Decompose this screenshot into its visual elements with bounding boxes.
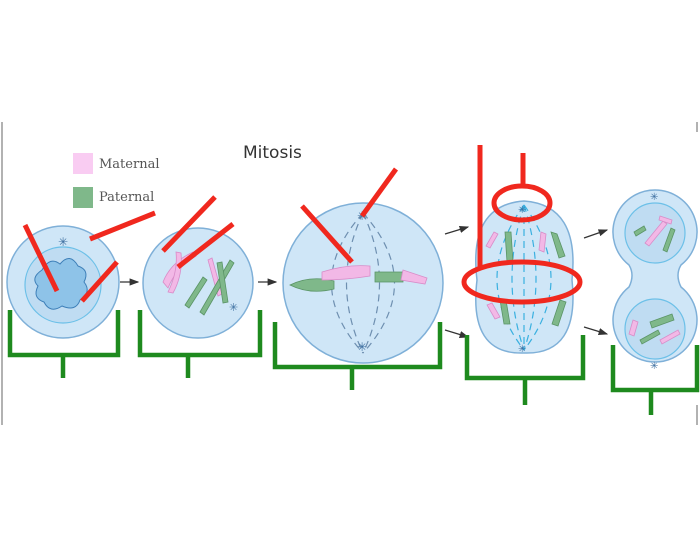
label-ellipse-equator[interactable] <box>461 259 583 305</box>
centrosome-icon: ✳ <box>357 340 367 354</box>
centrosome-icon: ✳ <box>518 205 526 216</box>
cell-stage-1: ✳ <box>6 225 120 339</box>
arrow-icon <box>583 229 609 239</box>
legend-paternal: Paternal <box>99 190 154 205</box>
bracket-stage-1[interactable] <box>7 310 121 378</box>
arrow-icon <box>444 226 470 235</box>
bracket-stage-3[interactable] <box>272 322 443 390</box>
legend: Maternal Paternal <box>73 153 159 208</box>
centrosome-icon: ✳ <box>518 344 526 355</box>
label-pointer[interactable] <box>89 210 156 242</box>
label-pointer[interactable] <box>80 260 119 303</box>
bracket-stage-5[interactable] <box>610 345 700 415</box>
stage-arrows <box>120 226 609 338</box>
bracket-stage-4[interactable] <box>464 335 586 405</box>
label-pointer[interactable] <box>176 222 235 269</box>
cell-stage-5: ✳ ✳ <box>612 189 698 372</box>
arrow-icon <box>583 326 609 335</box>
legend-maternal: Maternal <box>99 157 159 172</box>
maternal-swatch <box>73 153 93 174</box>
paternal-swatch <box>73 187 93 208</box>
label-pointer[interactable] <box>359 167 399 218</box>
arrow-icon <box>444 329 470 338</box>
centrosome-icon: ✳ <box>58 235 68 249</box>
label-pointers <box>22 145 583 305</box>
cell-stage-2: ✳ <box>142 227 254 339</box>
label-pointer[interactable] <box>300 204 354 264</box>
cell-stage-3: ✳ ✳ <box>282 202 444 364</box>
diagram-title: Mitosis <box>243 143 302 163</box>
centrosome-icon: ✳ <box>650 192 658 203</box>
label-pointer[interactable] <box>161 195 217 253</box>
cell-stage-4: ✳ ✳ <box>475 200 574 355</box>
stage-brackets <box>7 310 700 415</box>
centrosome-icon: ✳ <box>650 361 658 372</box>
label-pointer[interactable] <box>22 223 60 293</box>
centrosome-icon: ✳ <box>229 301 238 314</box>
label-ellipse-pole[interactable] <box>491 183 553 223</box>
bracket-stage-2[interactable] <box>137 310 263 378</box>
